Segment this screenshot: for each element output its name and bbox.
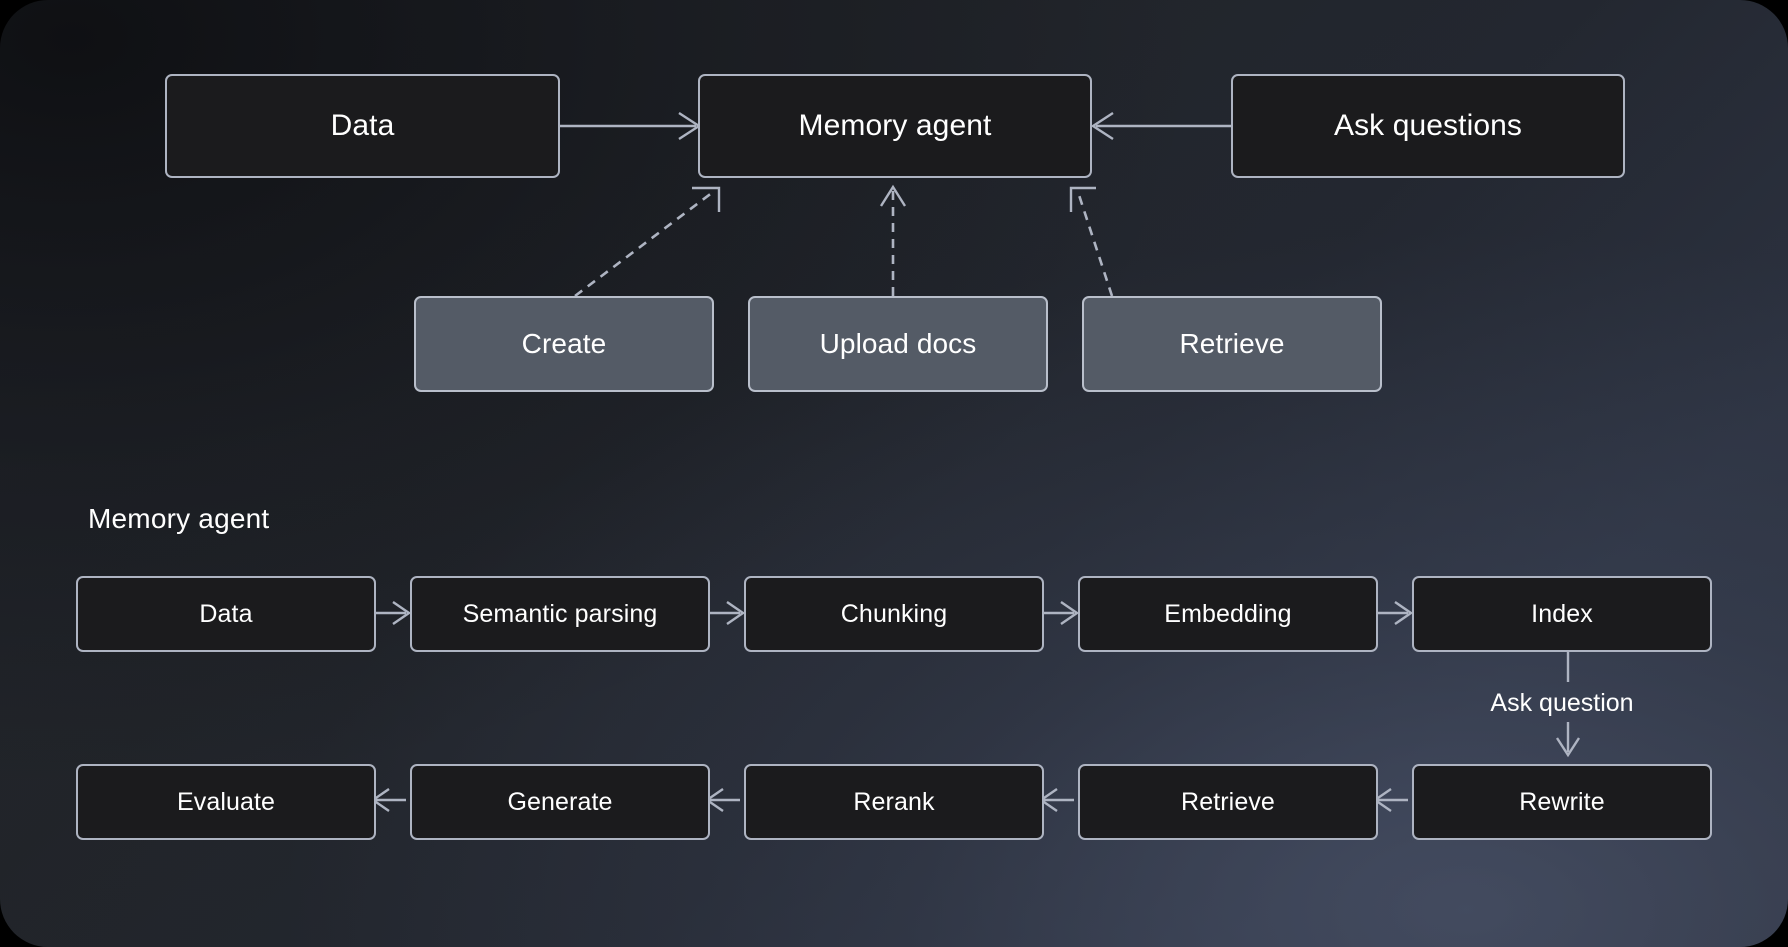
node-data-overview[interactable]: Data [165,74,560,178]
edge-label-ask-question: Ask question [1490,689,1634,717]
pipeline-node-generate[interactable]: Generate [410,764,710,840]
node-memory-agent-overview[interactable]: Memory agent [698,74,1092,178]
pipeline-node-data[interactable]: Data [76,576,376,652]
arrowhead-ask-questions-to-memory-agent [1090,111,1114,141]
pipeline-node-evaluate[interactable]: Evaluate [76,764,376,840]
node-retrieve-overview[interactable]: Retrieve [1082,296,1382,392]
pipeline-node-rerank[interactable]: Rerank [744,764,1044,840]
edge-create-to-memory-agent [574,190,714,298]
node-ask-questions-overview[interactable]: Ask questions [1231,74,1625,178]
node-create[interactable]: Create [414,296,714,392]
pipeline-node-rewrite[interactable]: Rewrite [1412,764,1712,840]
arrowhead-index-to-rewrite [1555,737,1581,758]
arrowhead-retrieve-to-memory-agent [1069,186,1096,212]
pipeline-node-semantic-parsing[interactable]: Semantic parsing [410,576,710,652]
arrowhead-data-to-memory-agent [678,111,702,141]
arrowhead-semantic-parsing-to-chunking [726,601,746,625]
pipeline-node-retrieve[interactable]: Retrieve [1078,764,1378,840]
node-upload-docs[interactable]: Upload docs [748,296,1048,392]
arrowhead-create-to-memory-agent [692,186,721,212]
pipeline-node-index[interactable]: Index [1412,576,1712,652]
arrowhead-embedding-to-index [1394,601,1414,625]
edge-retrieve-to-memory-agent [1076,191,1114,297]
pipeline-node-chunking[interactable]: Chunking [744,576,1044,652]
pipeline-title: Memory agent [88,503,270,534]
arrowhead-data-to-semantic-parsing [392,601,412,625]
arrowhead-upload-docs-to-memory-agent [879,184,907,207]
pipeline-node-embedding[interactable]: Embedding [1078,576,1378,652]
arrowhead-chunking-to-embedding [1060,601,1080,625]
